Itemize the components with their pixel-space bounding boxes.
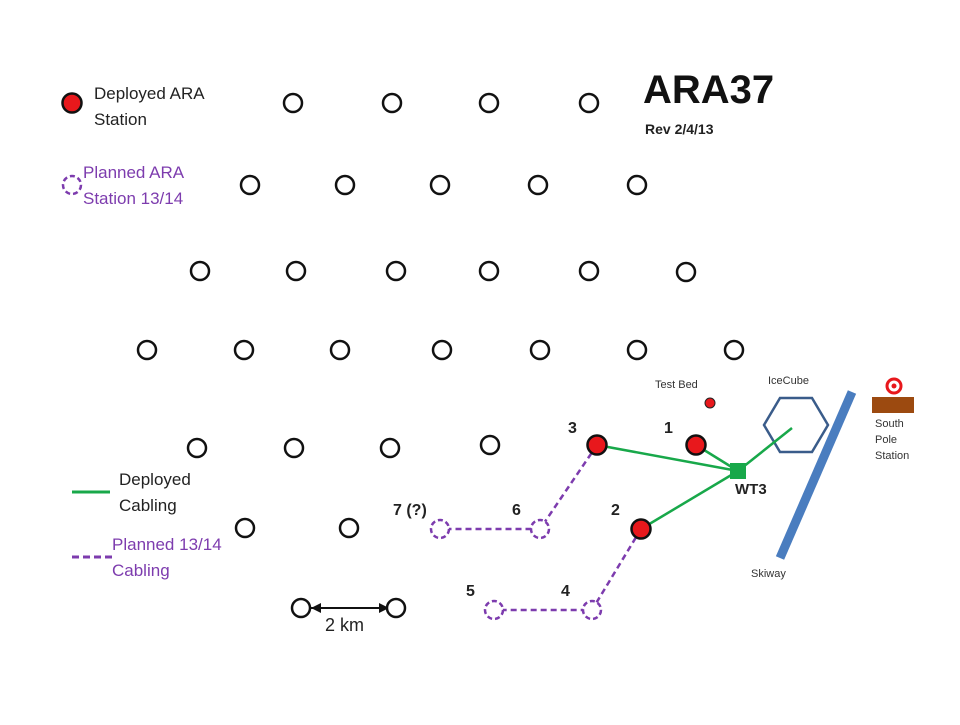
deployed-station-2 <box>630 518 652 540</box>
planned-station-5 <box>483 599 505 621</box>
south-pole-marker-inner <box>891 383 897 389</box>
planned-station-4 <box>581 599 603 621</box>
icecube-label: IceCube <box>768 375 809 387</box>
future-station-site-17 <box>233 339 255 361</box>
deployed-station-3 <box>586 434 608 456</box>
revision-label: Rev 2/4/13 <box>645 121 714 137</box>
legend-planned-station-icon <box>61 174 83 196</box>
cable-wt3-to-station-3 <box>596 443 739 473</box>
legend-deployed-station-label: Deployed ARA Station <box>94 84 205 129</box>
future-station-site-4 <box>578 92 600 114</box>
scale-arrow-left <box>311 603 321 613</box>
future-station-site-18 <box>329 339 351 361</box>
legend-planned-cabling-label: Planned 13/14 Cabling <box>112 535 222 580</box>
south-pole-station-building <box>872 397 914 413</box>
future-station-site-10 <box>189 260 211 282</box>
future-station-site-20 <box>529 339 551 361</box>
future-station-site-13 <box>478 260 500 282</box>
future-station-site-23 <box>186 437 208 459</box>
deployed-station-1 <box>685 434 707 456</box>
planned-station-6 <box>529 518 551 540</box>
station-grid <box>136 92 745 539</box>
legend-planned-station-label: Planned ARA Station 13/14 <box>83 163 185 208</box>
legend-deployed-station-icon <box>61 92 83 114</box>
future-station-site-9 <box>626 174 648 196</box>
station-1-label: 1 <box>664 420 673 437</box>
future-station-site-27 <box>234 517 256 539</box>
future-station-site-5 <box>239 174 261 196</box>
future-station-site-6 <box>334 174 356 196</box>
future-station-site-12 <box>385 260 407 282</box>
icecube-hexagon <box>762 396 830 454</box>
cable-wt3-to-icecube <box>737 427 793 472</box>
diagram-title: ARA37 <box>643 68 775 112</box>
station-7-label: 7 (?) <box>393 502 427 519</box>
cable-wt3-to-station-2 <box>640 469 739 531</box>
legend-deployed-cabling-label: Deployed Cabling <box>119 470 191 515</box>
station-5-label: 5 <box>466 583 475 600</box>
future-station-site-15 <box>675 261 697 283</box>
wt3-label: WT3 <box>735 481 767 498</box>
future-station-site-24 <box>283 437 305 459</box>
future-station-site-11 <box>285 260 307 282</box>
future-station-site-19 <box>431 339 453 361</box>
future-station-site-21 <box>626 339 648 361</box>
future-station-site-14 <box>578 260 600 282</box>
future-station-site-26 <box>479 434 501 456</box>
future-station-site-1 <box>282 92 304 114</box>
station-4-label: 4 <box>561 583 570 600</box>
station-2-label: 2 <box>611 502 620 519</box>
test-bed-marker <box>704 397 716 409</box>
future-station-site-2 <box>381 92 403 114</box>
future-station-site-7 <box>429 174 451 196</box>
future-station-site-16 <box>136 339 158 361</box>
future-station-site-25 <box>379 437 401 459</box>
wt3-node <box>730 463 746 479</box>
scale-circle-right <box>385 597 407 619</box>
scale-arrow-right <box>379 603 389 613</box>
future-station-site-28 <box>338 517 360 539</box>
skiway-line <box>775 390 857 560</box>
station-3-label: 3 <box>568 420 577 437</box>
future-station-site-22 <box>723 339 745 361</box>
south-pole-station-label: South Pole Station <box>875 418 910 462</box>
planned-station-7 <box>429 518 451 540</box>
skiway-label: Skiway <box>751 568 786 580</box>
future-station-site-8 <box>527 174 549 196</box>
scale-circle-left <box>290 597 312 619</box>
test-bed-label: Test Bed <box>655 379 698 391</box>
station-6-label: 6 <box>512 502 521 519</box>
future-station-site-3 <box>478 92 500 114</box>
scale-label: 2 km <box>325 615 365 635</box>
